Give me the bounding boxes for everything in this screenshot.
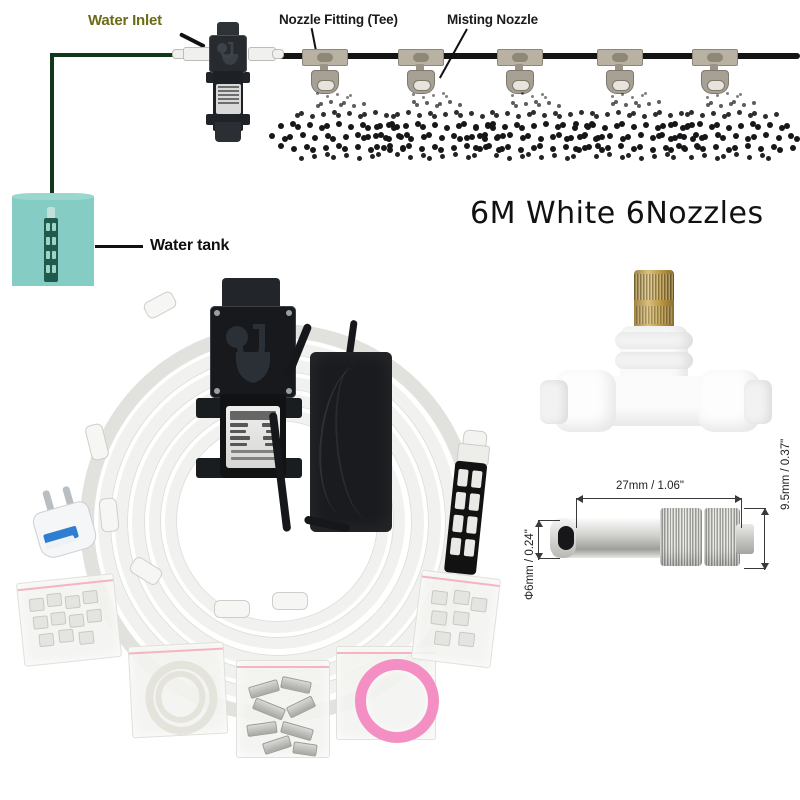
pump-spec-label bbox=[226, 406, 280, 468]
dim-label-diameter: Φ6mm / 0.24" bbox=[524, 529, 536, 600]
nozzle-tip bbox=[736, 524, 754, 554]
leader-line-water-tank bbox=[95, 245, 143, 248]
bag-tape-roll bbox=[336, 646, 439, 743]
coil-tee-5 bbox=[272, 592, 308, 610]
nozzle-bore bbox=[558, 526, 574, 550]
diagram-nozzle-3 bbox=[506, 64, 534, 94]
dim-arrow-left bbox=[576, 494, 583, 503]
diagram-nozzle-2 bbox=[407, 64, 435, 94]
dim-arrow-right bbox=[735, 494, 742, 503]
coil-tee-4 bbox=[214, 600, 250, 618]
pump-head-glyph-icon bbox=[226, 324, 271, 383]
pump-motor-housing bbox=[215, 122, 241, 142]
outlet-connector-nut bbox=[272, 49, 284, 59]
label-water-inlet: Water Inlet bbox=[88, 12, 162, 29]
bag-metal-nozzles bbox=[236, 660, 330, 758]
power-adapter bbox=[310, 352, 397, 532]
dim-label-thread: 9.5mm / 0.37" bbox=[780, 438, 792, 510]
diagram-pump bbox=[206, 22, 250, 142]
tee-vertical-collar bbox=[615, 326, 693, 390]
label-water-tank: Water tank bbox=[150, 237, 230, 254]
ptfe-tape-roll bbox=[355, 659, 439, 743]
dim-arrow-dia-down bbox=[534, 553, 543, 560]
dim-line-length bbox=[576, 498, 742, 500]
spray-pattern-4 bbox=[556, 92, 706, 162]
spray-pattern-2 bbox=[357, 92, 507, 162]
spray-pattern-3 bbox=[456, 92, 606, 162]
coil-tee-8 bbox=[141, 289, 179, 321]
dim-ext-left bbox=[576, 498, 578, 528]
label-misting-nozzle: Misting Nozzle bbox=[447, 12, 538, 27]
diaphragm-pump bbox=[194, 278, 302, 478]
diagram-tee-3 bbox=[497, 49, 543, 66]
pump-head-glyph-icon bbox=[217, 42, 238, 65]
dim-arrow-dia-up bbox=[534, 520, 543, 527]
dim-label-length: 27mm / 1.06" bbox=[616, 480, 685, 492]
tank-inlet-filter bbox=[44, 207, 58, 282]
dim-arrow-thread-up bbox=[760, 508, 769, 515]
tee-collet-right bbox=[744, 380, 772, 424]
leader-line-water-inlet bbox=[179, 32, 206, 49]
feed-line-vertical bbox=[50, 53, 54, 203]
strainer-cage bbox=[443, 460, 488, 576]
dim-ext-thread-bottom bbox=[744, 568, 766, 570]
diagram-nozzle-1 bbox=[311, 64, 339, 94]
dim-ext-thread-top bbox=[744, 508, 766, 510]
pump-bracket-lower bbox=[206, 114, 250, 125]
dim-line-diameter bbox=[538, 520, 540, 560]
bag-extra-fittings bbox=[410, 569, 502, 669]
system-diagram: Water Inlet Nozzle Fitting (Tee) Misting… bbox=[0, 0, 800, 290]
bag-tee-fittings bbox=[15, 573, 123, 667]
eu-power-plug bbox=[30, 485, 100, 562]
spray-pattern-5 bbox=[651, 92, 800, 162]
water-surface bbox=[12, 193, 94, 200]
diagram-nozzle-4 bbox=[606, 64, 634, 94]
kit-photo bbox=[15, 262, 538, 782]
tee-collet-left bbox=[540, 380, 568, 424]
brass-nozzle-top bbox=[634, 270, 674, 332]
dim-arrow-thread-down bbox=[760, 563, 769, 570]
filter-cage bbox=[44, 218, 58, 282]
pump-top-cap bbox=[217, 22, 239, 38]
dim-ext-right bbox=[741, 498, 743, 528]
label-nozzle-fitting: Nozzle Fitting (Tee) bbox=[279, 12, 398, 27]
bag-clear-tubing bbox=[127, 641, 229, 739]
feed-line-horizontal bbox=[50, 53, 210, 57]
dim-ext-dia-bottom bbox=[538, 558, 560, 560]
product-title: 6M White 6Nozzles bbox=[470, 196, 764, 231]
dim-ext-dia-top bbox=[538, 520, 560, 522]
nozzle-dimension-shot: 27mm / 1.06" Φ6mm / 0.24" 9.5mm / 0.37" bbox=[512, 439, 800, 615]
pump-spec-label bbox=[216, 84, 241, 114]
tee-fitting-product-shot bbox=[540, 270, 778, 460]
nozzle-knurl-2 bbox=[704, 508, 740, 566]
nozzle-knurl-1 bbox=[660, 508, 702, 566]
dim-line-thread bbox=[764, 508, 766, 570]
coil-tee-2 bbox=[98, 497, 120, 533]
diagram-nozzle-5 bbox=[701, 64, 729, 94]
